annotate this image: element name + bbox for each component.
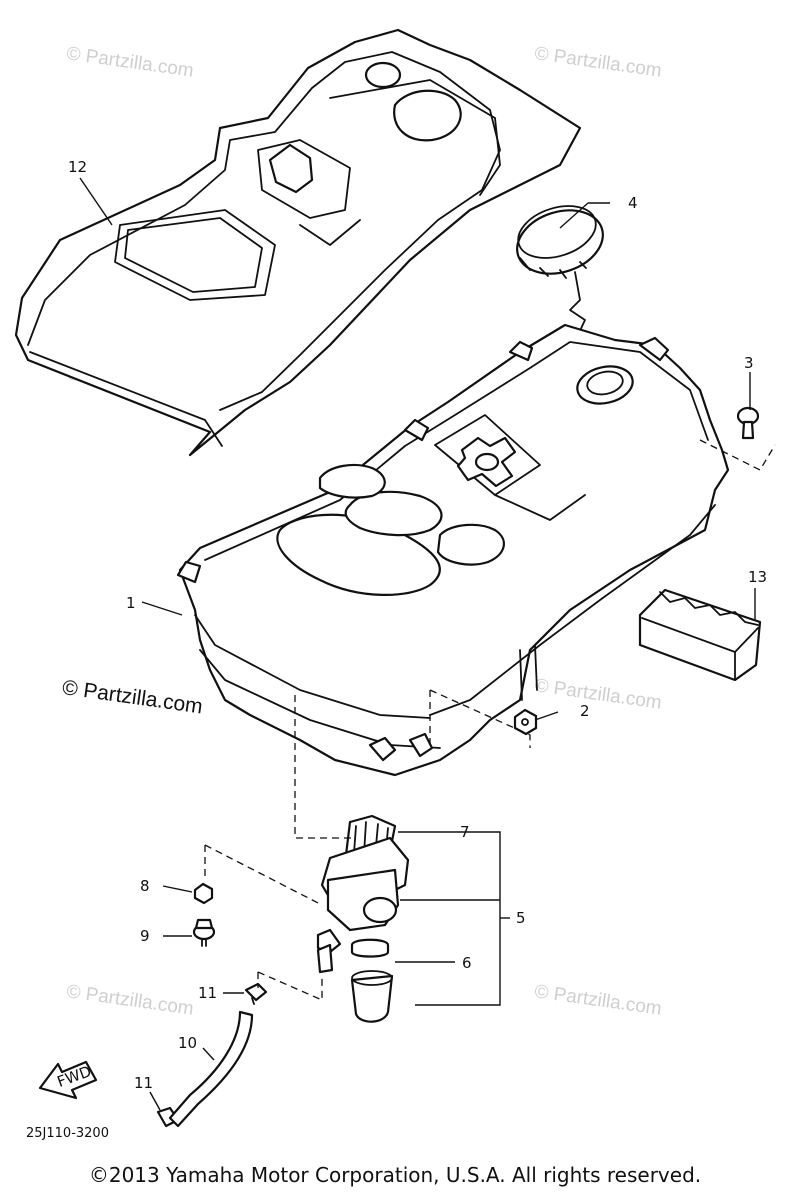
callout-5: 5 bbox=[516, 909, 526, 927]
fuel-cap-part bbox=[516, 205, 626, 366]
callout-3: 3 bbox=[744, 354, 754, 372]
callout-labels: 12 4 3 1 13 2 7 8 5 9 6 11 10 11 bbox=[68, 158, 767, 1092]
fuel-hose-part bbox=[168, 1010, 254, 1128]
assembly-guide-lines bbox=[204, 439, 776, 1001]
leader-lines bbox=[79, 177, 756, 1111]
bolt-part bbox=[736, 406, 760, 440]
callout-13: 13 bbox=[748, 568, 767, 586]
fuel-cock-assembly bbox=[316, 814, 410, 1023]
forward-arrow-icon: FWD bbox=[38, 1060, 98, 1100]
callout-2: 2 bbox=[580, 702, 590, 720]
callout-10: 10 bbox=[178, 1034, 197, 1052]
washer-nut-part bbox=[193, 882, 214, 905]
callout-9: 9 bbox=[140, 927, 150, 945]
hose-clip-part bbox=[244, 982, 268, 1005]
callout-8: 8 bbox=[140, 877, 150, 895]
screw-part bbox=[192, 918, 216, 947]
callout-7: 7 bbox=[460, 823, 470, 841]
callout-11: 11 bbox=[134, 1074, 153, 1092]
diagram-code: 25J110-3200 bbox=[26, 1126, 109, 1141]
seat-cover-part bbox=[14, 28, 582, 457]
callout-6: 6 bbox=[462, 954, 472, 972]
copyright-notice: ©2013 Yamaha Motor Corporation, U.S.A. A… bbox=[88, 1163, 702, 1187]
nut-part bbox=[513, 708, 538, 736]
callout-11: 11 bbox=[198, 984, 217, 1002]
damper-part bbox=[638, 588, 762, 682]
callout-1: 1 bbox=[126, 594, 136, 612]
fuel-tank-part bbox=[176, 323, 730, 777]
callout-4: 4 bbox=[628, 194, 638, 212]
callout-12: 12 bbox=[68, 158, 87, 176]
